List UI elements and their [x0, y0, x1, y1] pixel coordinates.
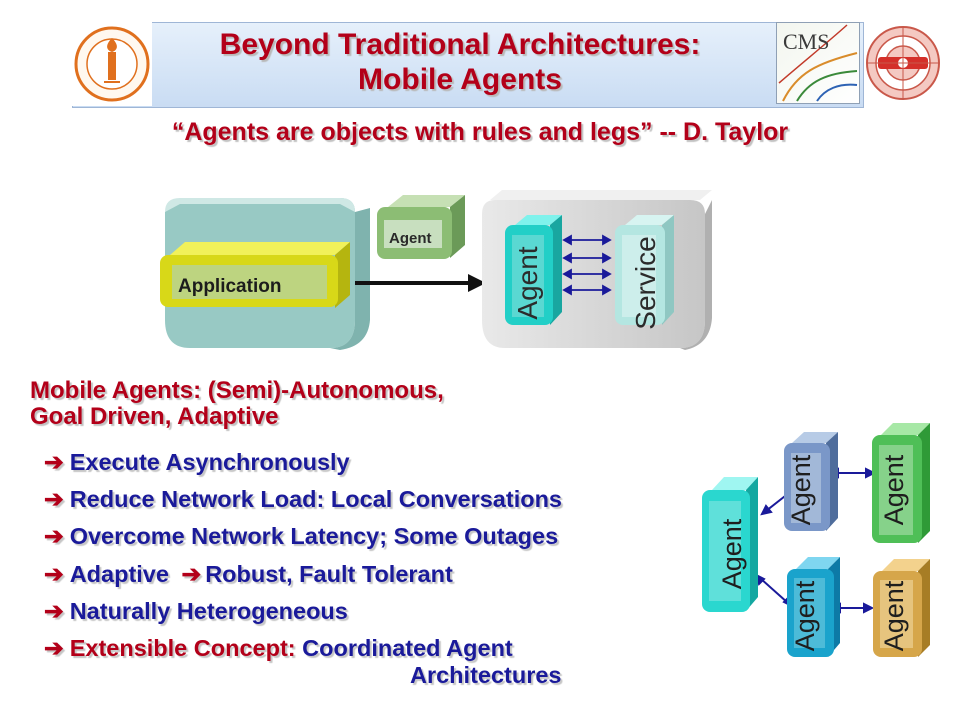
agent-label-bottom-left: Agent [790, 580, 820, 652]
arrow-bullet-icon: ➔ [44, 635, 64, 661]
mobile-agent-diagram [160, 190, 712, 350]
arrow-bullet-icon: ➔ [44, 598, 64, 624]
bullet-text: Overcome Network Latency; Some Outages [69, 523, 559, 549]
agent-label-central: Agent [717, 518, 747, 590]
bullet-item: ➔Execute Asynchronously [44, 448, 350, 476]
bullet-text: Reduce Network Load: Local Conversations [69, 486, 562, 512]
bullet-item: ➔Extensible Concept: Coordinated Agent [44, 634, 513, 662]
agent-node-top-right [872, 423, 930, 543]
cms-detector-icon [866, 26, 940, 100]
service-block [615, 215, 674, 325]
arrow-bullet-icon: ➔ [44, 561, 64, 587]
bullet-item: ➔Reduce Network Load: Local Conversation… [44, 485, 562, 513]
implies-arrow-icon: ➔ [181, 561, 202, 587]
title-banner [72, 22, 864, 108]
bullet-text-red: Extensible Concept: [69, 635, 296, 661]
caltech-seal-icon [72, 22, 152, 106]
transfer-arrowhead-icon [468, 274, 486, 292]
agent-node-central [702, 477, 758, 612]
section-heading-line-1: Mobile Agents: (Semi)-Autonomous, [30, 377, 444, 404]
host-agent-label: Agent [512, 246, 543, 320]
service-label: Service [630, 236, 661, 330]
agent-label-bottom-right: Agent [879, 580, 909, 652]
conversation-arrows [562, 234, 612, 296]
moving-agent-block [377, 195, 465, 259]
application-block [160, 242, 350, 308]
agent-network-diagram [702, 423, 930, 657]
bullet-text: Adaptive [69, 561, 169, 587]
title-line-1: Beyond Traditional Architectures: [219, 28, 701, 61]
cms-logo: CMS [776, 22, 860, 104]
arrow-bullet-icon: ➔ [44, 486, 64, 512]
moving-agent-label: Agent [389, 230, 432, 247]
quote-text: “Agents are objects with rules and legs”… [171, 118, 789, 146]
arrow-bullet-icon: ➔ [44, 449, 64, 475]
bullet-text: Naturally Heterogeneous [69, 598, 348, 624]
bullet-item: ➔Adaptive ➔Robust, Fault Tolerant [44, 560, 453, 588]
bullet-text: Robust, Fault Tolerant [205, 561, 453, 587]
host-agent-block [505, 215, 562, 325]
title-line-2: Mobile Agents [358, 63, 562, 96]
cms-tracks-icon [778, 24, 858, 102]
bullet-text: Execute Asynchronously [69, 449, 350, 475]
bullet-continuation: Architectures [410, 662, 562, 688]
agent-label-top-left: Agent [786, 454, 816, 526]
bullet-item: ➔Naturally Heterogeneous [44, 597, 348, 625]
agent-node-bottom-left [787, 557, 840, 657]
agent-node-bottom-right [873, 559, 930, 657]
bullet-text: Coordinated Agent [302, 635, 513, 661]
arrow-bullet-icon: ➔ [44, 523, 64, 549]
bullet-item: ➔Overcome Network Latency; Some Outages [44, 522, 558, 550]
agent-label-top-right: Agent [879, 454, 909, 526]
agent-node-top-left [784, 432, 838, 531]
section-heading: Mobile Agents: (Semi)-Autonomous, Goal D… [30, 378, 444, 430]
section-heading-line-2: Goal Driven, Adaptive [30, 403, 279, 430]
application-label: Application [178, 276, 282, 297]
cms-logo-text: CMS [783, 29, 830, 54]
